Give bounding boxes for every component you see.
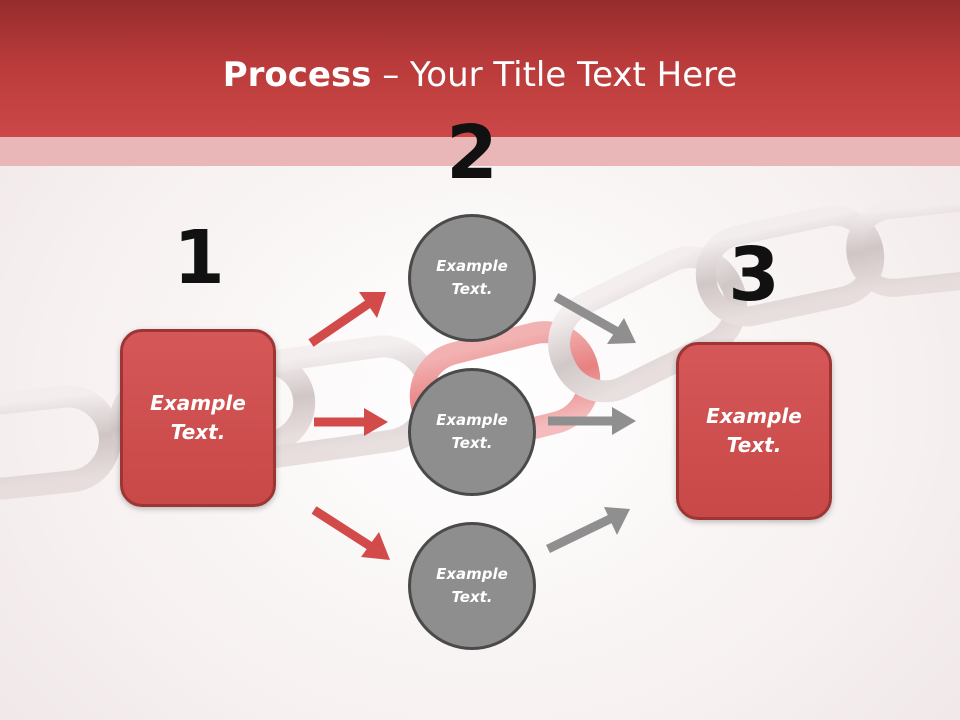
right-text-box[interactable]: Example Text. [676,342,832,520]
circle-top-text: Example Text. [436,257,508,298]
slide-title: Process – Your Title Text Here [0,55,960,95]
gray-arrow-down [553,293,636,344]
circle-middle[interactable]: Example Text. [408,368,536,496]
left-text-box[interactable]: Example Text. [120,329,276,507]
gray-arrow-up [546,507,630,554]
header-band [0,0,960,137]
red-arrow-right [314,408,388,436]
header-stripe [0,137,960,166]
circle-bottom[interactable]: Example Text. [408,522,536,650]
red-arrow-down [311,506,390,560]
left-box-text: Example Text. [150,391,246,444]
step-number-3: 3 [728,232,780,318]
right-box-text: Example Text. [706,404,802,457]
gray-arrow-right [548,407,636,435]
step-number-1: 1 [173,215,225,301]
red-arrow-up [308,292,386,347]
title-rest: – Your Title Text Here [371,55,738,95]
circle-bottom-text: Example Text. [436,565,508,606]
circle-middle-text: Example Text. [436,411,508,452]
title-bold: Process [222,55,372,95]
step-number-2: 2 [446,110,498,196]
circle-top[interactable]: Example Text. [408,214,536,342]
